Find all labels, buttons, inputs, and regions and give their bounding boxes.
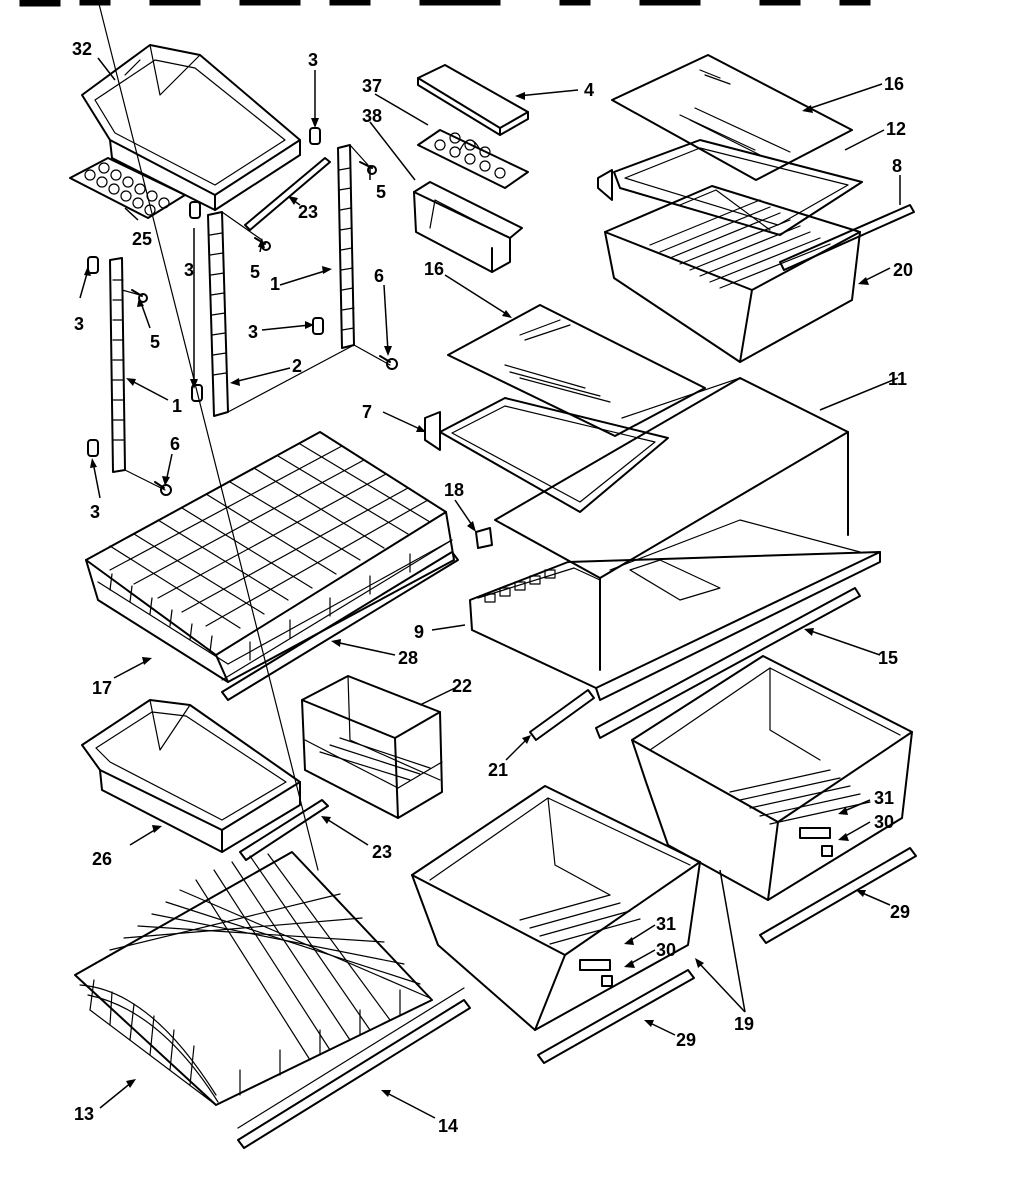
callout-3: 3 xyxy=(90,502,100,522)
callout-2: 2 xyxy=(292,356,302,376)
egg-tray-25 xyxy=(69,157,186,219)
callout-31: 31 xyxy=(874,788,894,808)
glass-shelf-16-middle xyxy=(447,304,706,437)
clip-18 xyxy=(475,527,493,549)
leader-lines xyxy=(79,57,901,1119)
callout-13: 13 xyxy=(74,1104,94,1124)
callout-6: 6 xyxy=(374,266,384,286)
callout-29: 29 xyxy=(890,902,910,922)
glass-shelf-16-top xyxy=(611,54,853,181)
crisper-frame-9 xyxy=(469,519,881,701)
crisper-drawer-19-right xyxy=(631,655,913,901)
callout-14: 14 xyxy=(438,1116,458,1136)
callout-18: 18 xyxy=(444,480,464,500)
clip-3-parts xyxy=(87,127,324,457)
wire-rack-22 xyxy=(301,675,443,819)
callout-3: 3 xyxy=(308,50,318,70)
crisper-cover-11 xyxy=(494,377,849,671)
shelf-ladder-right xyxy=(337,144,355,349)
callout-3: 3 xyxy=(248,322,258,342)
door-bin-32 xyxy=(81,44,301,211)
callout-16: 16 xyxy=(884,74,904,94)
callout-5: 5 xyxy=(150,332,160,352)
rail-15 xyxy=(595,587,861,739)
callout-23: 23 xyxy=(298,202,318,222)
callout-30: 30 xyxy=(656,940,676,960)
rail-28 xyxy=(221,539,459,701)
crisper-20 xyxy=(604,185,861,363)
wire-basket-13 xyxy=(74,0,433,1106)
callout-5: 5 xyxy=(376,182,386,202)
callout-32: 32 xyxy=(72,39,92,59)
callout-19: 19 xyxy=(734,1014,754,1034)
callout-1: 1 xyxy=(270,274,280,294)
screw-6-parts xyxy=(154,355,398,496)
callout-7: 7 xyxy=(362,402,372,422)
rail-8 xyxy=(779,204,915,271)
callout-5: 5 xyxy=(250,262,260,282)
callout-1: 1 xyxy=(172,396,182,416)
callout-30: 30 xyxy=(874,812,894,832)
callout-6: 6 xyxy=(170,434,180,454)
callout-21: 21 xyxy=(488,760,508,780)
wire-basket-17 xyxy=(85,431,455,683)
callout-labels: 32 3 37 4 16 38 12 8 5 23 25 20 3 5 1 6 … xyxy=(72,39,913,1136)
shelf-frame-7 xyxy=(424,397,669,513)
rail-29-left xyxy=(537,969,695,1064)
callout-12: 12 xyxy=(886,119,906,139)
callout-3: 3 xyxy=(74,314,84,334)
callout-4: 4 xyxy=(584,80,594,100)
callout-25: 25 xyxy=(132,229,152,249)
header-strip xyxy=(19,0,871,7)
callout-37: 37 xyxy=(362,76,382,96)
rail-23-bottom xyxy=(239,799,329,861)
shelf-frame-12 xyxy=(597,139,863,236)
dairy-bin-38 xyxy=(413,181,523,273)
callout-3: 3 xyxy=(184,260,194,280)
callout-22: 22 xyxy=(452,676,472,696)
rail-23-top xyxy=(244,157,331,231)
callout-29: 29 xyxy=(676,1030,696,1050)
callout-26: 26 xyxy=(92,849,112,869)
callout-38: 38 xyxy=(362,106,382,126)
callout-8: 8 xyxy=(892,156,902,176)
rail-21 xyxy=(529,689,595,741)
callout-15: 15 xyxy=(878,648,898,668)
callout-17: 17 xyxy=(92,678,112,698)
shelf-ladder-middle xyxy=(207,211,229,417)
rail-29-right xyxy=(759,847,917,944)
callout-23: 23 xyxy=(372,842,392,862)
alignment-lines xyxy=(121,144,391,491)
callout-9: 9 xyxy=(414,622,424,642)
callout-11: 11 xyxy=(888,369,907,389)
dairy-lid-4 xyxy=(417,64,529,136)
door-bin-26 xyxy=(81,699,301,853)
callout-31: 31 xyxy=(656,914,676,934)
callout-20: 20 xyxy=(893,260,913,280)
callout-16: 16 xyxy=(424,259,444,279)
crisper-drawer-19-left xyxy=(411,785,701,1031)
egg-holder-37 xyxy=(417,129,529,189)
callout-28: 28 xyxy=(398,648,418,668)
rail-14 xyxy=(237,987,471,1149)
